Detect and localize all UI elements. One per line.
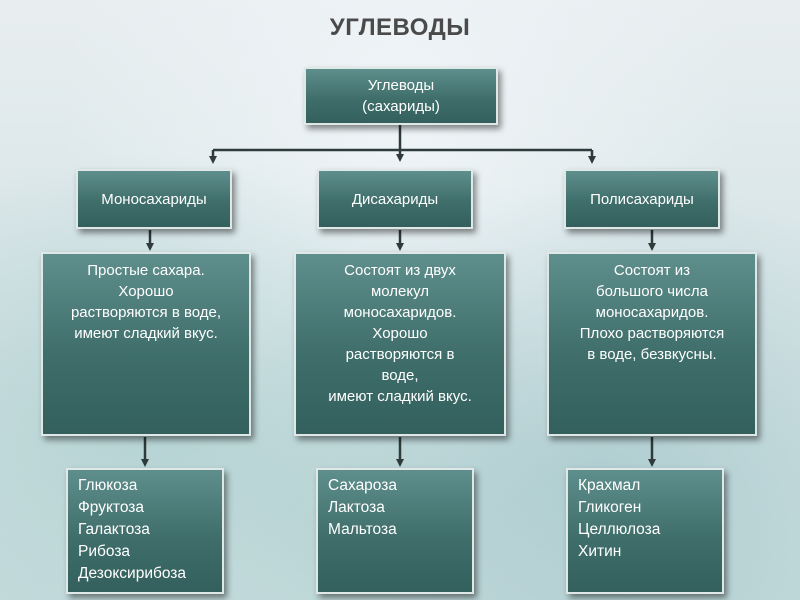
description-line: Состоят из: [613, 262, 691, 279]
example-item: Целлюлоза: [578, 521, 661, 538]
description-line: Состоят из двух: [344, 262, 456, 279]
category-label: Дисахариды: [351, 190, 439, 208]
description-polysaccharides: Состоят из большого числа моносахаридов.…: [547, 252, 757, 436]
description-line: имеют сладкий вкус.: [74, 325, 218, 342]
page-title: УГЛЕВОДЫ: [329, 14, 471, 41]
examples-polysaccharides: Крахмал Гликоген Целлюлоза Хитин: [566, 468, 724, 594]
example-item: Галактоза: [78, 521, 150, 538]
examples-monosaccharides: Глюкоза Фруктоза Галактоза Рибоза Дезокс…: [66, 468, 224, 594]
description-line: растворяются в воде,: [70, 304, 222, 321]
category-label: Полисахариды: [590, 190, 694, 208]
examples-disaccharides: Сахароза Лактоза Мальтоза: [316, 468, 474, 594]
description-line: Простые сахара.: [87, 262, 205, 279]
description-line: молекул: [370, 283, 430, 300]
example-item: Мальтоза: [328, 521, 397, 538]
example-item: Хитин: [578, 543, 622, 560]
description-line: большого числа: [596, 283, 708, 300]
category-label: Моносахариды: [101, 190, 207, 208]
description-line: в воде, безвкусны.: [587, 346, 717, 363]
root-sublabel: (сахариды): [362, 98, 440, 115]
description-line: имеют сладкий вкус.: [328, 388, 472, 405]
example-item: Рибоза: [78, 543, 131, 560]
example-item: Лактоза: [328, 499, 385, 516]
description-line: Хорошо: [118, 283, 174, 300]
category-polysaccharides: Полисахариды: [564, 169, 720, 229]
category-disaccharides: Дисахариды: [317, 169, 473, 229]
description-line: растворяются в: [345, 346, 455, 363]
example-item: Глюкоза: [78, 477, 138, 494]
description-line: воде,: [381, 367, 419, 384]
description-line: моносахаридов.: [343, 304, 457, 321]
example-item: Крахмал: [578, 477, 641, 494]
example-item: Фруктоза: [78, 499, 145, 516]
root-box: Углеводы (сахариды): [304, 67, 498, 125]
description-monosaccharides: Простые сахара. Хорошо растворяются в во…: [41, 252, 251, 436]
example-item: Гликоген: [578, 499, 642, 516]
example-item: Сахароза: [328, 477, 397, 494]
description-line: моносахаридов.: [595, 304, 709, 321]
example-item: Дезоксирибоза: [78, 565, 187, 582]
description-line: Хорошо: [372, 325, 428, 342]
root-label: Углеводы: [367, 77, 435, 94]
description-disaccharides: Состоят из двух молекул моносахаридов. Х…: [294, 252, 506, 436]
description-line: Плохо растворяются: [579, 325, 725, 342]
category-monosaccharides: Моносахариды: [76, 169, 232, 229]
